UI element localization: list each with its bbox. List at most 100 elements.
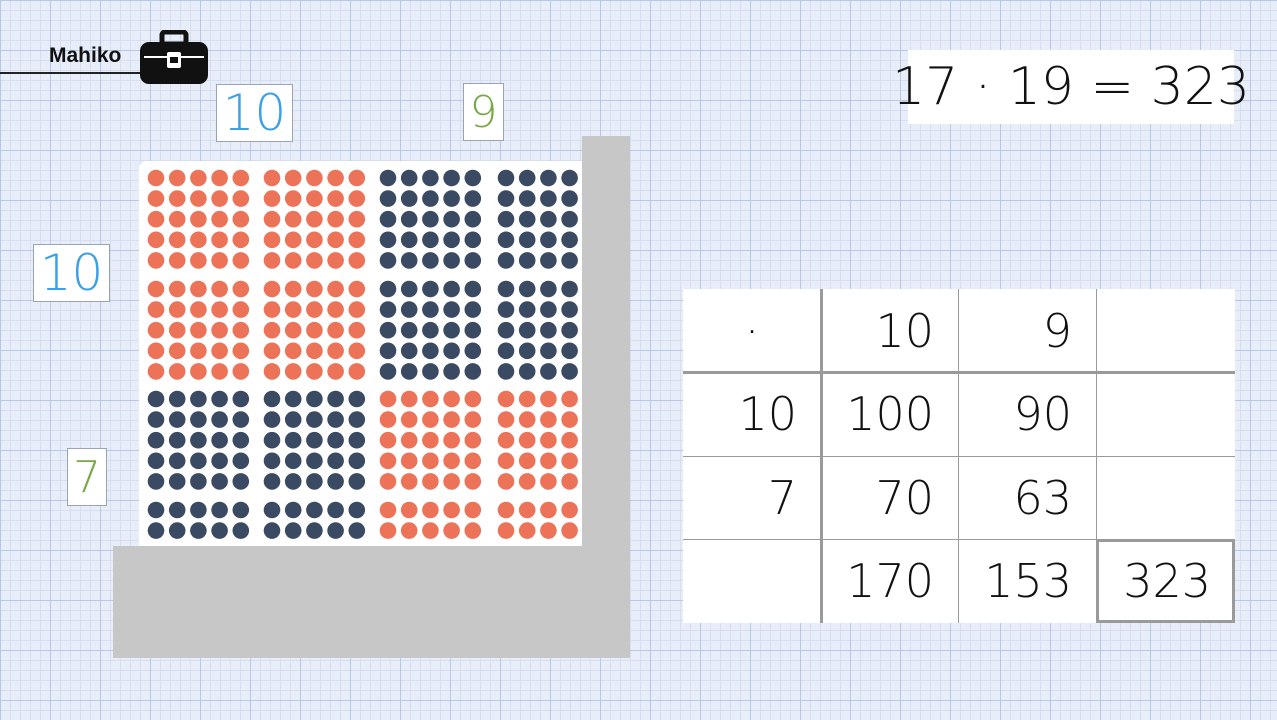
dot-navy <box>422 280 439 298</box>
dot-orange <box>147 280 165 298</box>
dot-navy <box>379 363 397 380</box>
dot-orange <box>147 231 165 249</box>
dot-navy <box>379 301 397 318</box>
dot-orange <box>190 280 207 298</box>
dot-navy <box>168 390 186 408</box>
dot-navy <box>497 363 515 380</box>
dot-orange <box>211 301 228 318</box>
dot-orange <box>232 280 250 298</box>
dot-orange <box>168 169 186 187</box>
dot-navy <box>348 390 366 408</box>
dot-navy <box>232 522 250 539</box>
dot-navy <box>518 280 536 298</box>
table-cell: 100 <box>846 387 934 441</box>
dot-orange <box>263 321 281 339</box>
dot-navy <box>561 321 578 339</box>
dot-navy <box>561 252 578 269</box>
dot-navy <box>540 252 557 269</box>
dot-orange <box>168 321 186 339</box>
dot-navy <box>379 342 397 360</box>
dot-navy <box>327 390 344 408</box>
dot-navy <box>232 390 250 408</box>
dot-orange <box>211 252 228 269</box>
dot-orange <box>147 363 165 380</box>
dot-orange <box>443 452 460 470</box>
dot-orange <box>400 390 418 408</box>
dot-navy <box>211 522 228 539</box>
dot-navy <box>422 342 439 360</box>
dot-navy <box>464 190 482 207</box>
dot-orange <box>306 342 323 360</box>
row-tens-label: 10 <box>33 244 110 302</box>
dot-navy <box>284 501 302 519</box>
dot-array <box>147 169 578 539</box>
dot-navy <box>348 452 366 470</box>
dot-orange <box>190 321 207 339</box>
dot-orange <box>540 431 557 449</box>
dot-orange <box>497 411 515 428</box>
dot-orange <box>379 390 397 408</box>
table-cell: 10 <box>738 387 797 441</box>
dot-navy <box>327 522 344 539</box>
dot-orange <box>147 190 165 207</box>
dot-orange <box>232 169 250 187</box>
dot-navy <box>464 363 482 380</box>
dot-orange <box>348 301 366 318</box>
dot-navy <box>327 473 344 490</box>
dot-orange <box>400 522 418 539</box>
dot-orange <box>518 431 536 449</box>
dot-orange <box>232 301 250 318</box>
dot-orange <box>497 452 515 470</box>
dot-navy <box>497 190 515 207</box>
dot-orange <box>518 452 536 470</box>
dot-navy <box>561 231 578 249</box>
dot-orange <box>422 452 439 470</box>
dot-orange <box>497 431 515 449</box>
dot-orange <box>168 342 186 360</box>
dot-orange <box>168 190 186 207</box>
dot-orange <box>306 301 323 318</box>
dot-orange <box>263 301 281 318</box>
table-cell: 63 <box>1013 470 1072 525</box>
dot-orange <box>348 363 366 380</box>
dot-navy <box>232 501 250 519</box>
dot-orange <box>284 169 302 187</box>
dot-navy <box>400 169 418 187</box>
dot-navy <box>306 452 323 470</box>
dot-orange <box>327 342 344 360</box>
toolbox-icon[interactable] <box>138 29 210 86</box>
dot-navy <box>540 363 557 380</box>
dot-navy <box>147 473 165 490</box>
dot-navy <box>518 301 536 318</box>
dot-navy <box>497 321 515 339</box>
dot-navy <box>400 252 418 269</box>
result-box <box>1096 539 1235 623</box>
dot-orange <box>561 411 578 428</box>
dot-orange <box>190 190 207 207</box>
dot-navy <box>497 280 515 298</box>
dot-navy <box>147 501 165 519</box>
table-header-cell: 10 <box>875 303 934 358</box>
dot-navy <box>232 452 250 470</box>
dot-orange <box>147 210 165 228</box>
dot-orange <box>327 363 344 380</box>
dot-orange <box>327 169 344 187</box>
brand-name: Mahiko <box>49 44 122 67</box>
dot-orange <box>348 252 366 269</box>
cover-frame-horizontal[interactable] <box>113 546 630 658</box>
dot-orange <box>518 501 536 519</box>
dot-navy <box>518 231 536 249</box>
dot-orange <box>422 501 439 519</box>
dot-navy <box>284 522 302 539</box>
dot-orange <box>422 431 439 449</box>
dot-navy <box>400 342 418 360</box>
dot-orange <box>190 210 207 228</box>
dot-navy <box>400 363 418 380</box>
dot-orange <box>190 231 207 249</box>
dot-navy <box>443 231 460 249</box>
dot-navy <box>348 431 366 449</box>
dot-navy <box>190 431 207 449</box>
dot-orange <box>284 210 302 228</box>
dot-orange <box>327 231 344 249</box>
dot-orange <box>379 501 397 519</box>
